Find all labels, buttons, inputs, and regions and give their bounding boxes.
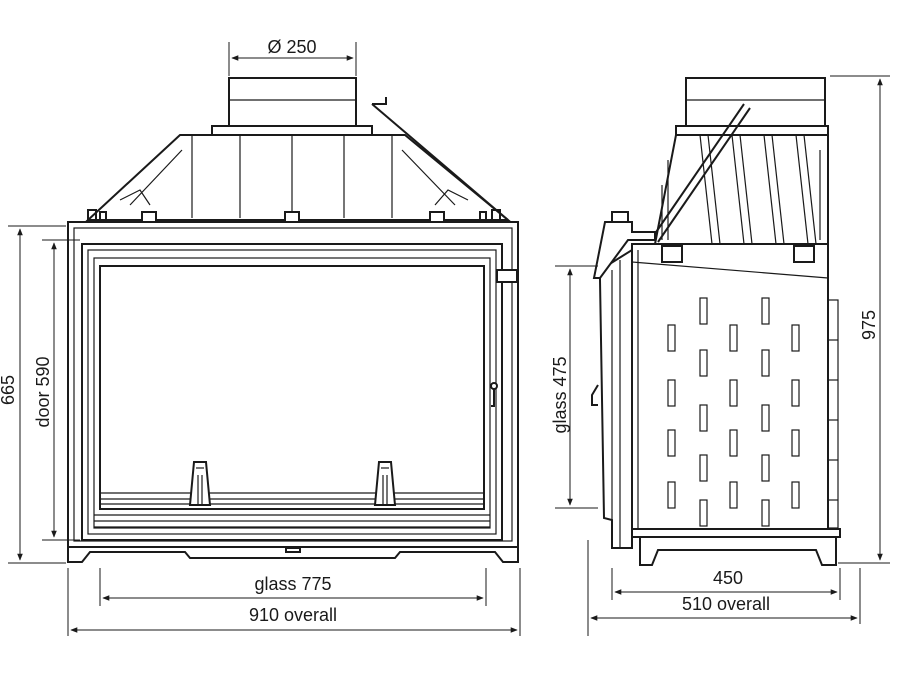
right-andiron [373,461,397,506]
glass-width-label: glass 775 [254,574,331,594]
front-body [67,221,519,563]
front-view: Ø 250 665 door 590 glass 775 910 overall [0,37,521,636]
side-base [631,528,841,566]
side-dimensions: glass 475 975 450 510 overall [550,75,890,636]
side-depth-label: 450 [713,568,743,588]
front-dimensions: Ø 250 665 door 590 glass 775 910 overall [0,37,521,636]
front-hood [85,103,511,223]
front-glass-panel [99,265,485,510]
front-height-label: 665 [0,375,18,405]
flue-diameter-label: Ø 250 [267,37,316,57]
side-height-label: 975 [859,310,879,340]
door-height-label: door 590 [33,356,53,427]
side-flue-collar [675,77,829,136]
side-vent-slots [667,297,800,527]
front-flue-collar [211,77,387,136]
door-hinge [496,269,518,283]
side-glass-height-label: glass 475 [550,356,570,433]
side-body [631,243,839,530]
left-andiron [188,461,212,506]
side-depth-overall-label: 510 overall [682,594,770,614]
front-width-label: 910 overall [249,605,337,625]
side-hood-fins [651,103,829,245]
door-handle-icon [490,382,498,407]
side-view: glass 475 975 450 510 overall [550,75,890,636]
side-door-profile [591,211,656,549]
